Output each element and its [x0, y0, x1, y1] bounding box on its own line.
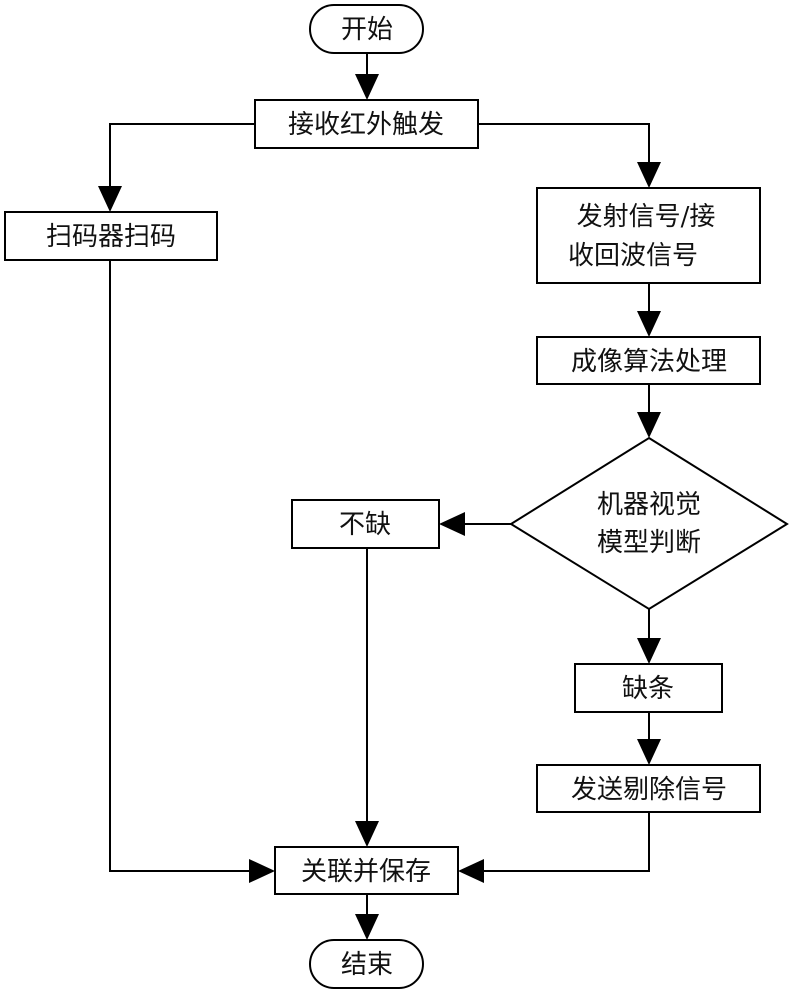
- edge-missing-strip-to-send-reject: [637, 712, 661, 765]
- process-shape: [574, 663, 723, 713]
- node-send-receive-signal: 发射信号/接 收回波信号: [536, 187, 761, 284]
- node-not-missing: 不缺: [291, 499, 440, 549]
- arrowhead: [355, 914, 379, 940]
- arrowhead: [637, 311, 661, 337]
- arrowhead: [458, 859, 484, 883]
- node-label: 接收红外触发: [288, 110, 444, 140]
- edge-start-to-receive-ir: [355, 53, 379, 100]
- node-missing-strip: 缺条: [574, 663, 723, 713]
- terminator-shape: [309, 939, 424, 989]
- edge-send-receive-to-imaging: [637, 283, 661, 337]
- node-end: 结束: [309, 939, 424, 989]
- arrowhead: [439, 512, 465, 536]
- node-label: 结束: [341, 950, 393, 980]
- node-start: 开始: [309, 4, 424, 54]
- node-label: 缺条: [622, 674, 674, 704]
- arrowhead: [637, 162, 661, 188]
- process-shape: [536, 336, 761, 385]
- edge-receive-ir-to-scan-code: [98, 123, 255, 212]
- edge-scan-code-to-associate-save: [109, 260, 275, 883]
- process-shape: [254, 99, 479, 149]
- node-receive-ir: 接收红外触发: [254, 99, 479, 149]
- edge-not-missing-to-associate-save: [355, 548, 379, 847]
- arrowhead: [355, 74, 379, 100]
- process-shape: [4, 211, 218, 261]
- process-shape: [291, 499, 440, 549]
- arrowhead: [98, 186, 122, 212]
- node-mv-model-judge: 机器视觉 模型判断: [509, 436, 789, 611]
- terminator-shape: [309, 4, 424, 54]
- node-imaging-algorithm: 成像算法处理: [536, 336, 761, 385]
- edge-imaging-to-decision: [637, 384, 661, 438]
- node-label: 关联并保存: [301, 857, 431, 887]
- node-associate-save: 关联并保存: [274, 846, 459, 895]
- process-shape: [536, 764, 761, 813]
- process-shape: [536, 187, 761, 284]
- node-label: 开始: [341, 15, 393, 45]
- node-label-line-1: 发射信号/接: [577, 202, 716, 232]
- node-label: 扫码器扫码: [46, 222, 176, 252]
- node-label: 不缺: [339, 510, 391, 540]
- node-label-line-2: 收回波信号: [568, 241, 698, 271]
- node-label: 发送剔除信号: [571, 775, 727, 805]
- edge-send-reject-to-associate-save: [458, 812, 650, 883]
- process-shape: [274, 846, 459, 895]
- edge-associate-save-to-end: [355, 894, 379, 940]
- arrowhead: [249, 859, 275, 883]
- edge-decision-to-missing-strip: [637, 609, 661, 664]
- arrowhead: [637, 739, 661, 765]
- node-scan-code: 扫码器扫码: [4, 211, 218, 261]
- node-label-line-1: 机器视觉: [597, 490, 701, 520]
- arrowhead: [355, 821, 379, 847]
- edge-receive-ir-to-send-receive-signal: [478, 123, 661, 188]
- edges: [98, 53, 661, 940]
- node-label-line-2: 模型判断: [597, 528, 701, 558]
- arrowhead: [637, 412, 661, 438]
- edge-decision-to-not-missing: [439, 512, 511, 536]
- node-label: 成像算法处理: [571, 347, 727, 377]
- node-send-reject-signal: 发送剔除信号: [536, 764, 761, 813]
- decision-shape: [509, 436, 789, 611]
- arrowhead: [637, 638, 661, 664]
